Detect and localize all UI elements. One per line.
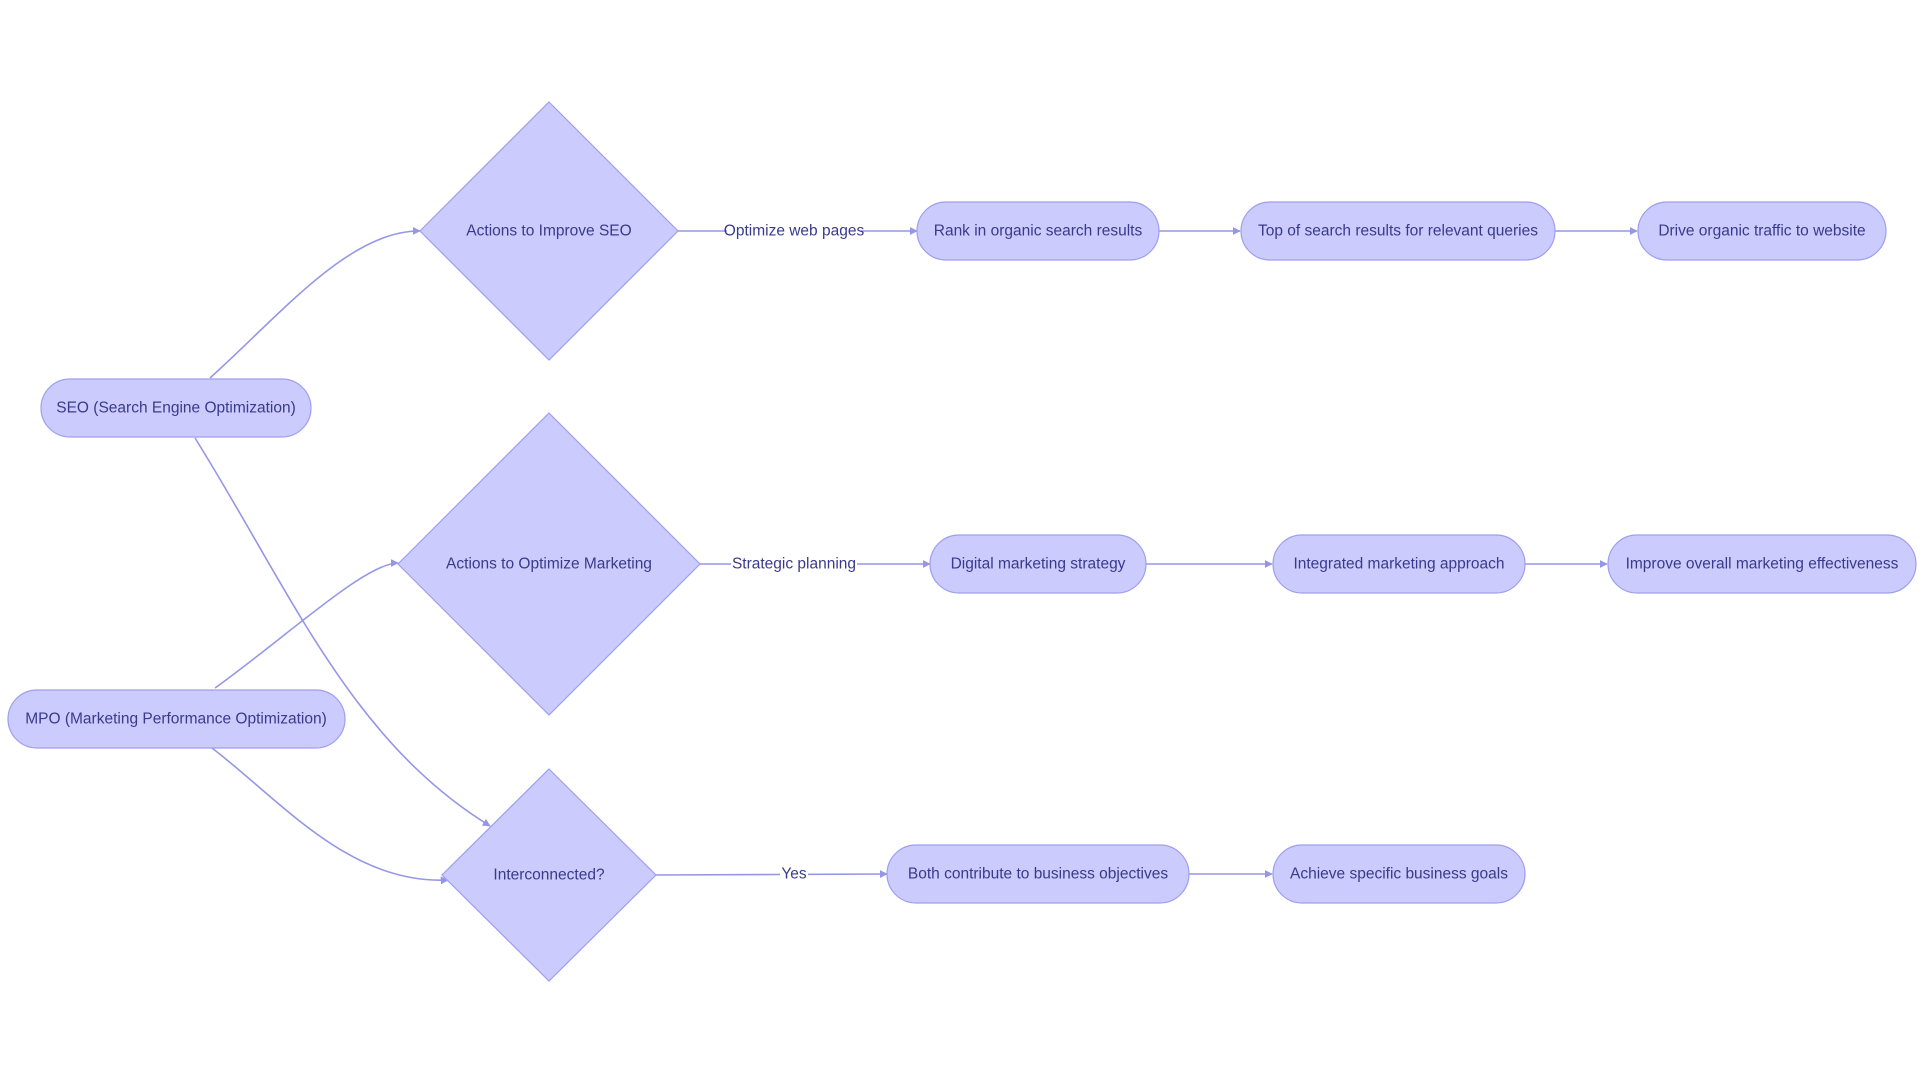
node-top-results-label: Top of search results for relevant queri… [1258, 223, 1538, 240]
decision-optimize-marketing: Actions to Optimize Marketing [397, 412, 701, 716]
node-integrated-approach: Integrated marketing approach [1272, 534, 1526, 594]
edge-seo-to-improve-seo [209, 226, 421, 379]
node-seo: SEO (Search Engine Optimization) [40, 378, 312, 438]
decision-improve-seo-label: Actions to Improve SEO [466, 223, 631, 240]
node-mpo: MPO (Marketing Performance Optimization) [7, 689, 346, 749]
svg-text:Yes: Yes [781, 866, 807, 883]
edge-mpo-to-optimize-marketing [214, 559, 399, 689]
node-digital-strategy-label: Digital marketing strategy [951, 556, 1126, 573]
node-achieve-goals-label: Achieve specific business goals [1290, 866, 1508, 883]
node-both-contribute-label: Both contribute to business objectives [908, 866, 1168, 883]
node-improve-effectiveness-label: Improve overall marketing effectiveness [1626, 556, 1899, 573]
decision-optimize-marketing-label: Actions to Optimize Marketing [446, 556, 652, 573]
node-rank-organic: Rank in organic search results [916, 201, 1160, 261]
node-improve-effectiveness: Improve overall marketing effectiveness [1607, 534, 1917, 594]
edge-seo-to-interconnected [194, 437, 491, 827]
decision-improve-seo: Actions to Improve SEO [419, 101, 679, 361]
node-drive-traffic: Drive organic traffic to website [1637, 201, 1887, 261]
node-rank-organic-label: Rank in organic search results [934, 223, 1143, 240]
edge-label-strategic-planning: Strategic planning [731, 554, 857, 574]
node-top-results: Top of search results for relevant queri… [1240, 201, 1556, 261]
node-integrated-approach-label: Integrated marketing approach [1293, 556, 1504, 573]
svg-text:Strategic planning: Strategic planning [732, 556, 856, 573]
node-drive-traffic-label: Drive organic traffic to website [1658, 223, 1865, 240]
node-achieve-goals: Achieve specific business goals [1272, 844, 1526, 904]
decision-interconnected: Interconnected? [441, 768, 657, 982]
edge-mpo-to-interconnected [211, 747, 449, 885]
edge-interconnected-to-both-contribute [655, 870, 888, 879]
node-seo-label: SEO (Search Engine Optimization) [56, 400, 296, 417]
node-both-contribute: Both contribute to business objectives [886, 844, 1190, 904]
edge-label-optimize-web-pages: Optimize web pages [724, 221, 865, 241]
node-mpo-label: MPO (Marketing Performance Optimization) [25, 711, 326, 728]
node-digital-strategy: Digital marketing strategy [929, 534, 1147, 594]
decision-interconnected-label: Interconnected? [493, 867, 605, 884]
svg-text:Optimize web pages: Optimize web pages [724, 223, 865, 240]
edge-label-yes: Yes [780, 864, 808, 884]
